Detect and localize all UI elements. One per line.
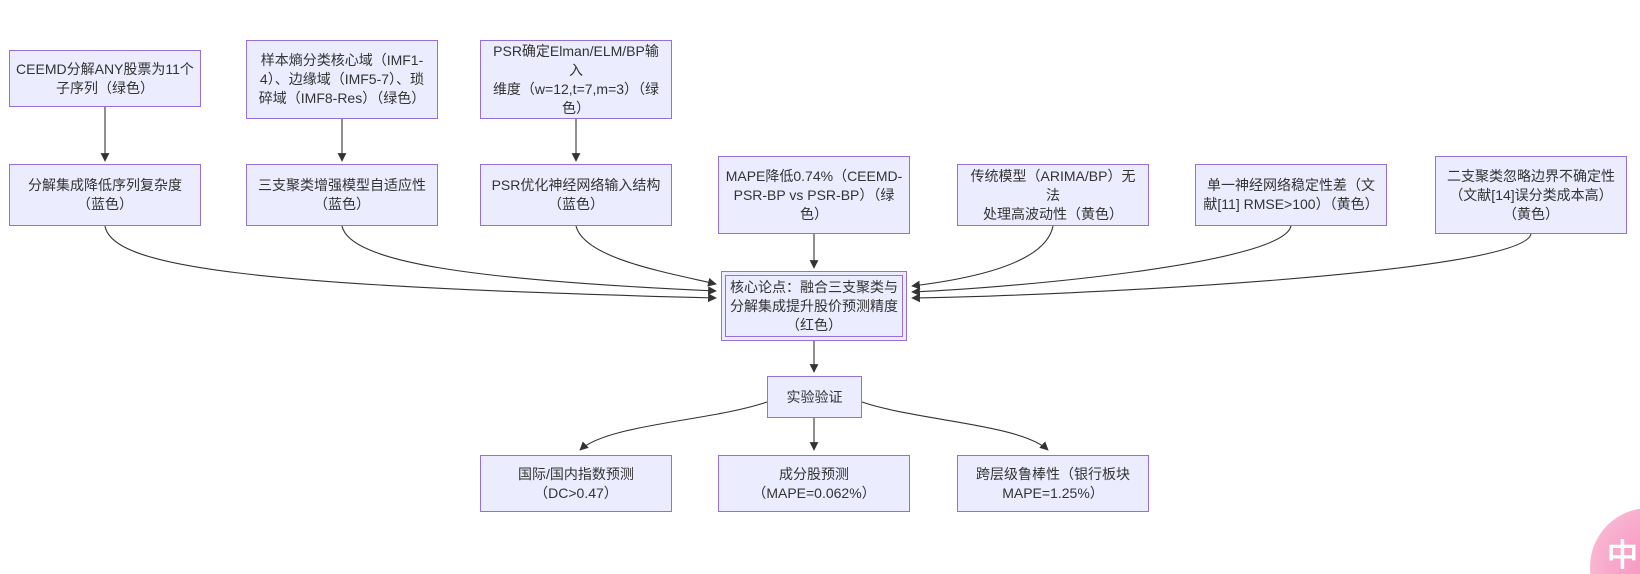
node-entropy: 样本熵分类核心域（IMF1- 4）、边缘域（IMF5-7）、琐 碎域（IMF8-… — [246, 40, 438, 119]
node-core-thesis-label: 核心论点：融合三支聚类与 分解集成提升股价预测精度 （红色） — [725, 275, 903, 337]
edge-twoway-core — [911, 233, 1532, 303]
node-stock-pred: 成分股预测 （MAPE=0.062%） — [718, 455, 910, 512]
node-ceemd: CEEMD分解ANY股票为11个 子序列（绿色） — [9, 50, 201, 107]
node-twoway: 二支聚类忽略边界不确定性 （文献[14]误分类成本高） （黄色） — [1435, 156, 1627, 234]
node-core-thesis: 核心论点：融合三支聚类与 分解集成提升股价预测精度 （红色） — [721, 271, 907, 341]
node-single-nn: 单一神经网络稳定性差（文 献[11] RMSE>100）（黄色） — [1195, 164, 1387, 226]
node-psr-opt: PSR优化神经网络输入结构 （蓝色） — [480, 164, 672, 226]
edge-singlenn-core — [911, 225, 1292, 297]
node-decomp: 分解集成降低序列复杂度 （蓝色） — [9, 164, 201, 226]
edge-threeway-core — [341, 225, 717, 296]
edge-experiment-robustness — [861, 401, 1049, 451]
node-threeway: 三支聚类增强模型自适应性 （蓝色） — [246, 164, 438, 226]
node-index-pred: 国际/国内指数预测 （DC>0.47） — [480, 455, 672, 512]
edge-traditional-core — [911, 225, 1054, 290]
edge-psropt-core — [575, 225, 717, 287]
edge-experiment-indexpred — [579, 401, 768, 451]
edge-decomp-core — [104, 225, 717, 303]
node-experiment: 实验验证 — [767, 376, 862, 418]
node-traditional: 传统模型（ARIMA/BP）无法 处理高波动性（黄色） — [957, 164, 1149, 226]
node-mape-gain: MAPE降低0.74%（CEEMD- PSR-BP vs PSR-BP）（绿 色… — [718, 156, 910, 234]
node-robustness: 跨层级鲁棒性（银行板块 MAPE=1.25%） — [957, 455, 1149, 512]
node-psr-input: PSR确定Elman/ELM/BP输入 维度（w=12,t=7,m=3）（绿 色… — [480, 40, 672, 119]
translate-icon: 中A — [1607, 538, 1640, 573]
translate-plugin-button[interactable]: 中A — [1590, 508, 1640, 574]
